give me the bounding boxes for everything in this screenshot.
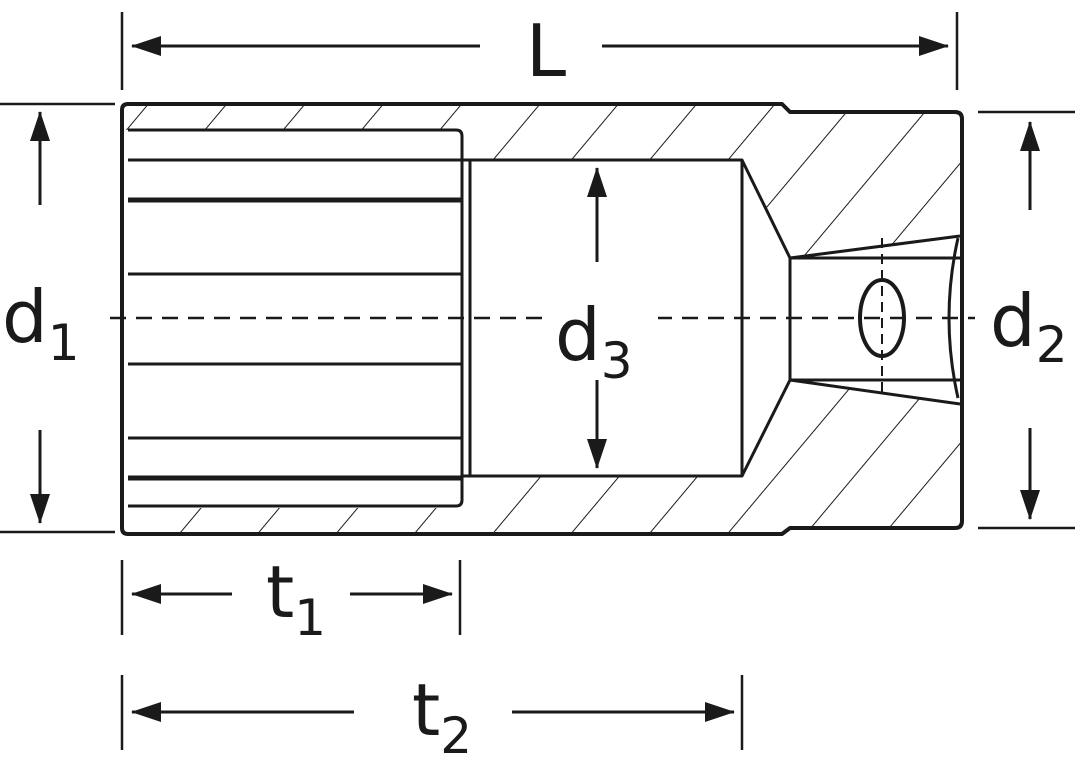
dimension-labels: L d1 d2 d3 t1 t2 [0,9,1080,761]
label-d2-base: d [990,279,1036,363]
lower-wall-hatch [123,380,960,534]
label-d1-sub: 1 [48,314,80,372]
upper-wall-hatch [123,104,960,258]
socket-body-outline [120,102,964,536]
label-d3-base: d [555,293,601,377]
label-t2-sub: 2 [440,707,472,761]
label-d2: d2 [990,279,1068,374]
label-L: L [526,9,566,93]
label-d1: d1 [2,275,80,372]
label-t1-sub: 1 [294,589,326,647]
extension-lines [0,12,1075,750]
dimension-arrows [30,36,1040,722]
hatched-section [123,104,960,534]
label-d1-base: d [2,275,48,359]
label-t1: t1 [266,550,326,647]
label-d3: d3 [555,293,633,390]
label-d2-sub: 2 [1036,316,1068,374]
label-t1-base: t [266,550,294,634]
label-t2-base: t [412,668,440,752]
label-t2: t2 [412,668,472,761]
label-d3-sub: 3 [601,332,633,390]
